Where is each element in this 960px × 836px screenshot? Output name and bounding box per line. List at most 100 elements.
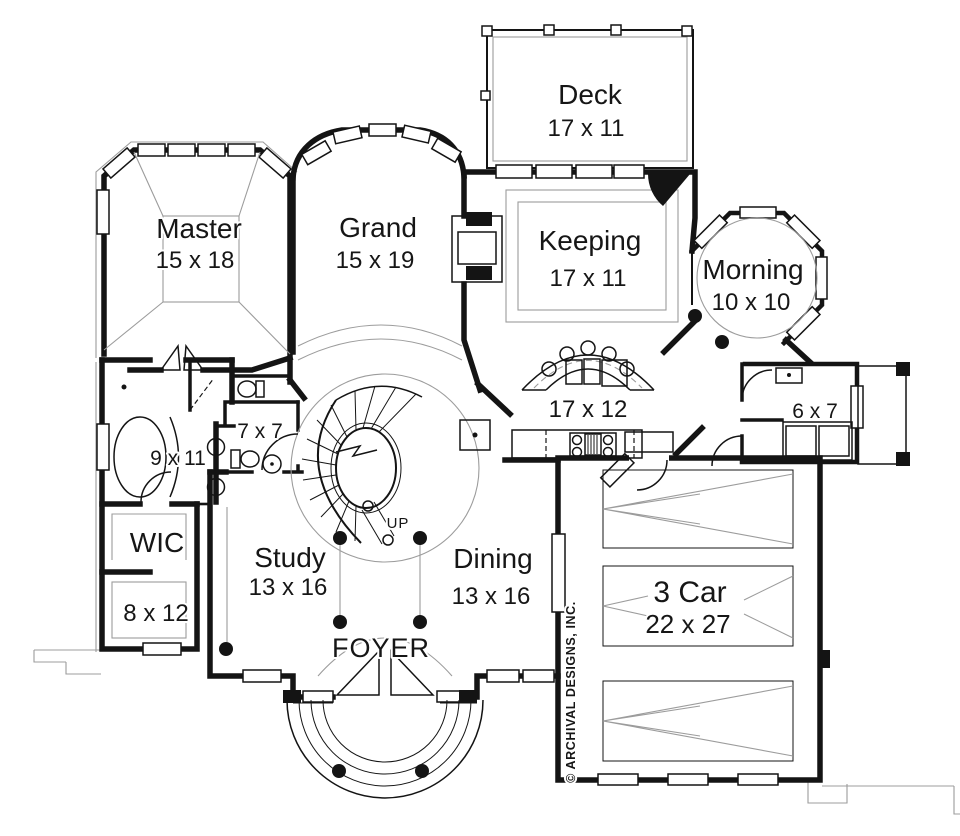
counter xyxy=(511,429,643,459)
column xyxy=(219,642,233,656)
toilet-bowl xyxy=(237,380,257,398)
cabinet xyxy=(775,367,803,384)
corner-cabinet xyxy=(459,419,491,451)
window xyxy=(667,773,709,786)
column xyxy=(413,615,427,629)
room-label-keeping-name: Keeping xyxy=(539,225,642,256)
window xyxy=(96,423,110,471)
stoop xyxy=(857,365,907,465)
sink xyxy=(262,454,282,474)
walls-interior xyxy=(99,357,308,575)
copyright-text: © ARCHIVAL DESIGNS, INC. xyxy=(564,601,578,783)
room-label-dining-name: Dining xyxy=(453,543,532,574)
stoop-post xyxy=(896,362,910,376)
shower-door xyxy=(189,377,215,411)
room-label-wic-name: WIC xyxy=(130,527,184,558)
window xyxy=(401,124,432,144)
column xyxy=(413,531,427,545)
room-label-storage-dims: 8 x 12 xyxy=(123,600,188,627)
kitchen-fixtures xyxy=(459,340,655,459)
ceiling-details xyxy=(103,151,818,677)
stoop-post xyxy=(896,452,910,466)
room-label-foyer-name: FOYER xyxy=(332,633,430,663)
room-label-deck-name: Deck xyxy=(558,79,623,110)
room-label-kitchen-dims: 17 x 12 xyxy=(549,396,628,423)
cooktop xyxy=(569,432,617,457)
garage-landing xyxy=(624,431,674,453)
column xyxy=(333,531,347,545)
window xyxy=(575,164,613,179)
wd-closet xyxy=(782,421,853,461)
deck-post xyxy=(481,25,493,37)
window xyxy=(96,189,110,235)
column xyxy=(688,309,702,323)
deck-structure xyxy=(480,24,694,169)
window xyxy=(815,256,828,300)
entry-double-door xyxy=(335,649,435,696)
window xyxy=(167,143,196,157)
porch-column xyxy=(332,764,346,778)
window xyxy=(785,305,822,342)
room-label-garage-name: 3 Car xyxy=(653,576,726,609)
toilet-bowl xyxy=(240,450,260,468)
deck-door xyxy=(648,174,690,206)
deck-post xyxy=(543,24,555,36)
tub xyxy=(113,416,167,498)
deck-post xyxy=(480,90,491,101)
laundry-fixtures xyxy=(775,362,910,466)
sink xyxy=(206,477,226,497)
window xyxy=(737,773,779,786)
window xyxy=(101,146,137,180)
room-label-deck-dims: 17 x 11 xyxy=(548,115,625,142)
room-label-master-dims: 15 x 18 xyxy=(156,247,235,274)
washer xyxy=(785,425,817,457)
window xyxy=(785,213,822,250)
window xyxy=(257,146,293,180)
garage-bays xyxy=(602,469,794,762)
window xyxy=(850,385,864,429)
window xyxy=(368,123,397,137)
labels: Deck 17 x 11 Master 15 x 18 Grand 15 x 1… xyxy=(121,77,839,785)
columns xyxy=(219,309,729,778)
window xyxy=(739,206,777,219)
sidelight-window xyxy=(302,690,334,703)
room-label-morning-name: Morning xyxy=(702,254,803,285)
stair-break-line xyxy=(335,444,378,458)
window xyxy=(692,213,729,250)
window xyxy=(486,669,520,683)
cooktop-grill xyxy=(584,433,602,456)
window xyxy=(197,143,226,157)
room-label-master-bath-dims: 9 x 11 xyxy=(150,447,206,470)
sink xyxy=(206,437,226,457)
window xyxy=(535,164,573,179)
porch-column xyxy=(415,764,429,778)
room-label-study-dims: 13 x 16 xyxy=(249,574,328,601)
window xyxy=(495,164,533,179)
window xyxy=(430,137,463,164)
deck-post xyxy=(681,25,693,37)
door-swings xyxy=(140,174,773,696)
window xyxy=(332,125,363,145)
window xyxy=(613,164,645,179)
stairs-up-label: UP xyxy=(387,515,410,532)
newel-post xyxy=(382,534,394,546)
window xyxy=(522,669,555,683)
window xyxy=(227,143,256,157)
shower-drain xyxy=(121,384,127,390)
master-double-door xyxy=(159,343,205,371)
dryer xyxy=(818,425,850,457)
bath-fixtures xyxy=(113,380,282,498)
staircase xyxy=(301,385,423,546)
toilet-tank xyxy=(230,449,241,469)
windows xyxy=(96,123,864,786)
entry-porch xyxy=(283,690,484,799)
window xyxy=(137,143,166,157)
column xyxy=(333,615,347,629)
room-label-morning-dims: 10 x 10 xyxy=(712,289,791,316)
window xyxy=(300,139,333,166)
door-opening xyxy=(551,533,566,613)
room-label-master-name: Master xyxy=(156,213,242,244)
window xyxy=(242,669,282,683)
garage-door-opening xyxy=(629,452,669,464)
